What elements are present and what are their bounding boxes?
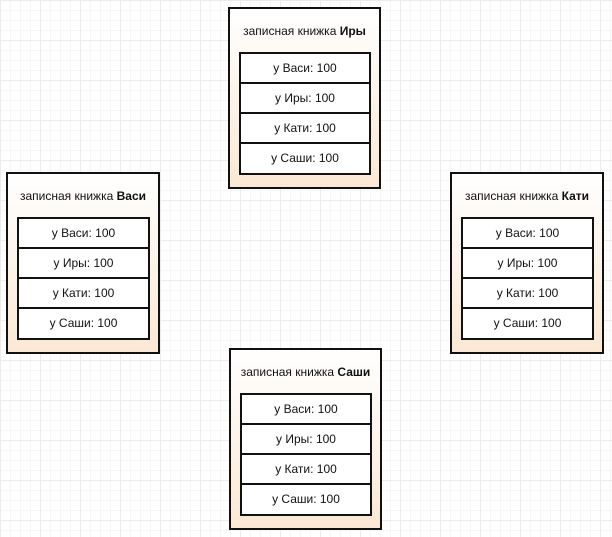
entries-list: у Васи: 100 у Иры: 100 у Кати: 100 у Саш… bbox=[240, 393, 372, 516]
notebook-title: записная книжка Саши bbox=[231, 365, 380, 379]
notebook-katya: записная книжка Кати у Васи: 100 у Иры: … bbox=[450, 172, 604, 354]
entry-katya: у Кати: 100 bbox=[242, 455, 370, 485]
entry-vasya: у Васи: 100 bbox=[242, 395, 370, 425]
entry-katya: у Кати: 100 bbox=[463, 279, 592, 309]
entry-vasya: у Васи: 100 bbox=[463, 219, 592, 249]
entry-ira: у Иры: 100 bbox=[241, 84, 369, 114]
notebook-ira: записная книжка Иры у Васи: 100 у Иры: 1… bbox=[228, 7, 381, 189]
entry-ira: у Иры: 100 bbox=[19, 249, 148, 279]
notebook-title-prefix: записная книжка bbox=[464, 189, 559, 203]
notebook-owner: Иры bbox=[339, 24, 366, 38]
entries-list: у Васи: 100 у Иры: 100 у Кати: 100 у Саш… bbox=[239, 52, 371, 175]
notebook-title-prefix: записная книжка bbox=[240, 365, 335, 379]
entry-sasha: у Саши: 100 bbox=[241, 144, 369, 173]
notebook-owner: Кати bbox=[561, 189, 590, 203]
entry-ira: у Иры: 100 bbox=[463, 249, 592, 279]
notebook-sasha: записная книжка Саши у Васи: 100 у Иры: … bbox=[229, 348, 382, 530]
entry-ira: у Иры: 100 bbox=[242, 425, 370, 455]
notebook-owner: Саши bbox=[337, 365, 371, 379]
notebook-title-prefix: записная книжка bbox=[243, 24, 337, 38]
notebook-owner: Васи bbox=[116, 189, 147, 203]
entry-vasya: у Васи: 100 bbox=[241, 54, 369, 84]
entry-vasya: у Васи: 100 bbox=[19, 219, 148, 249]
notebook-title: записная книжка Иры bbox=[230, 24, 379, 38]
notebook-title: записная книжка Кати bbox=[452, 189, 602, 203]
entry-sasha: у Саши: 100 bbox=[463, 309, 592, 338]
entry-katya: у Кати: 100 bbox=[19, 279, 148, 309]
entries-list: у Васи: 100 у Иры: 100 у Кати: 100 у Саш… bbox=[17, 217, 150, 340]
entry-sasha: у Саши: 100 bbox=[242, 485, 370, 514]
notebook-title-prefix: записная книжка bbox=[19, 189, 114, 203]
notebook-vasya: записная книжка Васи у Васи: 100 у Иры: … bbox=[6, 172, 160, 354]
entries-list: у Васи: 100 у Иры: 100 у Кати: 100 у Саш… bbox=[461, 217, 594, 340]
entry-sasha: у Саши: 100 bbox=[19, 309, 148, 338]
notebook-title: записная книжка Васи bbox=[8, 189, 158, 203]
entry-katya: у Кати: 100 bbox=[241, 114, 369, 144]
